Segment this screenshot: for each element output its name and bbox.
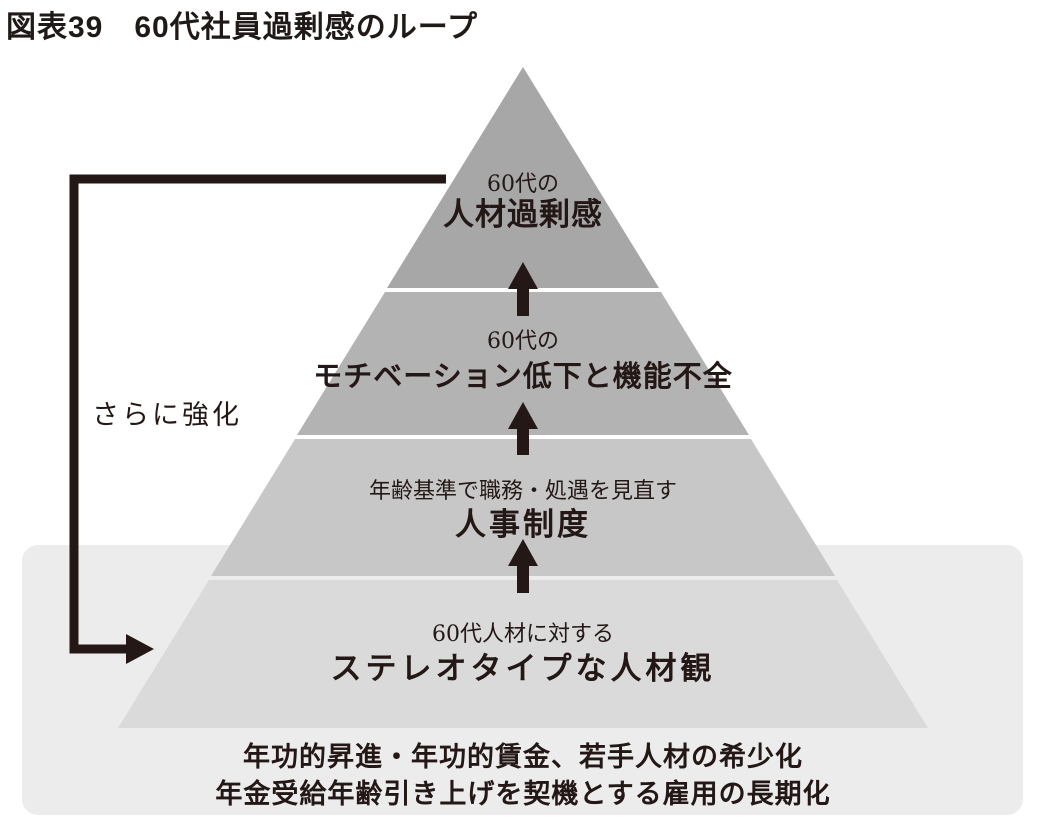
loop-arrow-line [69, 174, 446, 654]
level1-label: 人材過剰感 [443, 197, 603, 232]
pyramid-band-1 [387, 67, 659, 288]
level4-label: ステレオタイプな人材観 [330, 651, 716, 686]
loop-arrowhead-icon [126, 634, 154, 664]
up-arrow-icon [508, 539, 538, 593]
level4-subtitle: 60代人材に対する [432, 622, 614, 647]
up-arrow-icon [508, 262, 538, 316]
pyramid-band-4 [118, 580, 928, 728]
level1-subtitle: 60代の [487, 172, 559, 197]
loop-label: さらに強化 [92, 400, 242, 431]
level3-subtitle: 年齢基準で職務・処遇を見直す [368, 479, 678, 504]
up-arrow-icon [508, 402, 538, 455]
base-text-line2: 年金受給年齢引き上げを契機とする雇用の長期化 [215, 779, 831, 809]
level3-label: 人事制度 [455, 507, 591, 542]
level2-label: モチベーション低下と機能不全 [313, 361, 733, 393]
pyramid-band-3 [211, 439, 835, 576]
pyramid-band-2 [297, 292, 749, 435]
figure-title: 図表39 60代社員過剰感のループ [6, 11, 478, 44]
level2-subtitle: 60代の [487, 329, 559, 354]
base-text-line1: 年功的昇進・年功的賃金、若手人材の希少化 [243, 742, 803, 772]
